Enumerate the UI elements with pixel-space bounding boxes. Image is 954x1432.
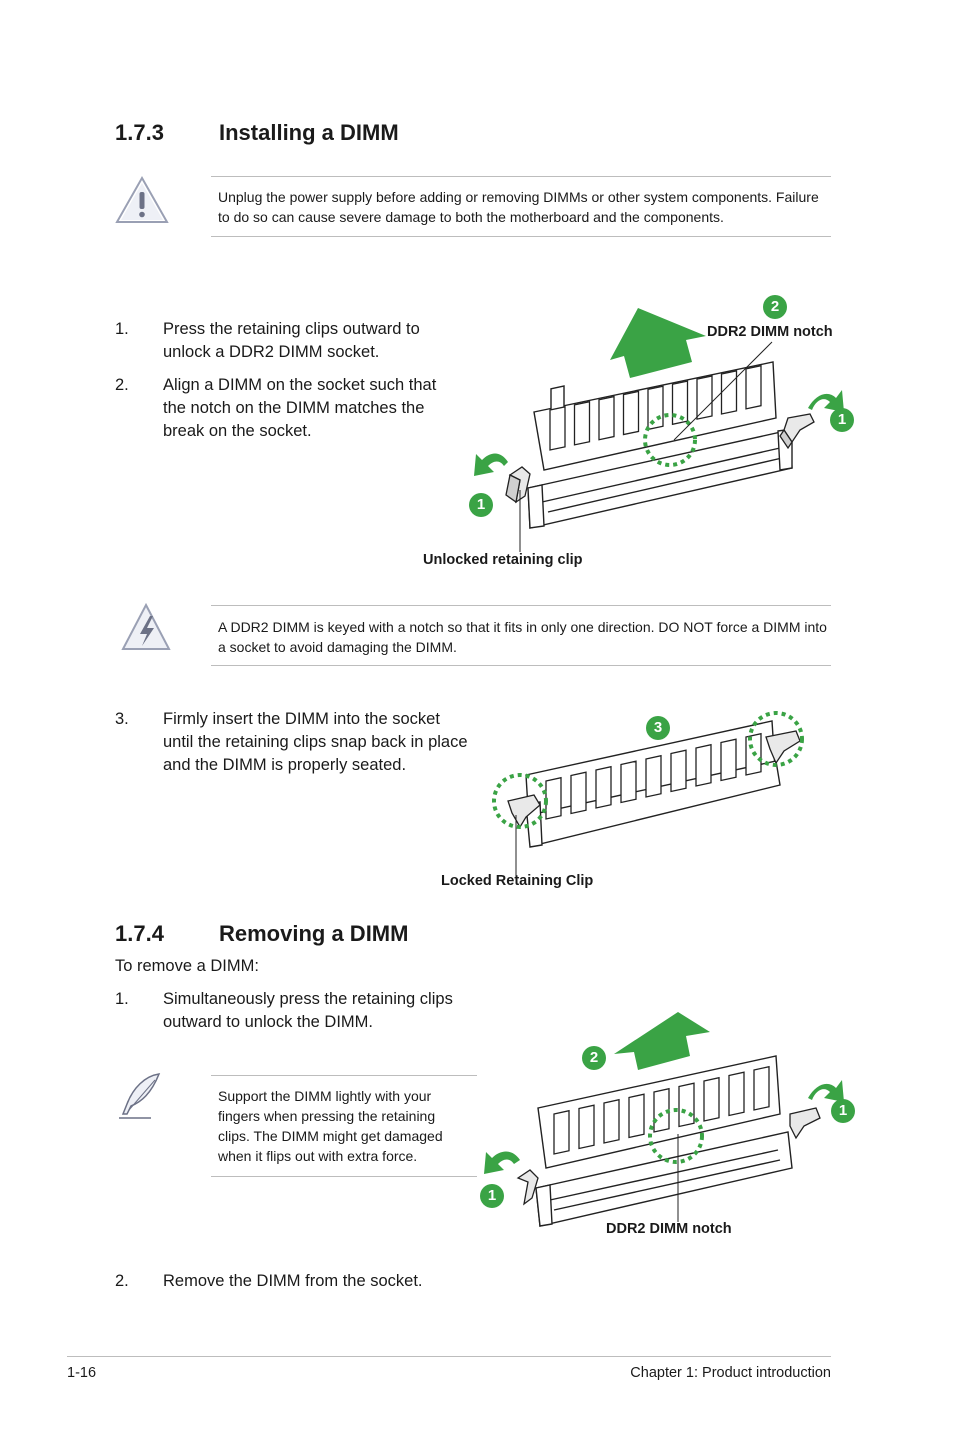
dimm-remove-figure: [484, 1012, 844, 1227]
memory-chip: [720, 370, 738, 415]
callout-badge: 1: [830, 408, 854, 432]
left-retaining-clip: [505, 466, 531, 504]
caution-note: Unplug the power supply before adding or…: [211, 176, 831, 237]
notch-highlight: [643, 413, 697, 467]
dimm-chips: [549, 364, 762, 451]
callout-badge: 2: [763, 295, 787, 319]
section-number: 1.7.3: [115, 120, 164, 145]
chapter-title: Chapter 1: Product introduction: [630, 1365, 831, 1381]
remove-step-1: 1. Simultaneously press the retaining cl…: [115, 988, 495, 1038]
memory-chip: [696, 375, 713, 420]
insert-down-arrow-icon: [610, 308, 706, 378]
memory-chip: [598, 395, 615, 441]
clip-left-arrow-icon: [484, 1151, 520, 1174]
callout-badge: 1: [469, 493, 493, 517]
notch-highlight: [648, 1108, 704, 1164]
memory-chip: [695, 743, 712, 787]
warning-icon: [121, 602, 171, 650]
section-title: Installing a DIMM: [219, 120, 399, 145]
fig1-notch-label: DDR2 DIMM notch: [707, 324, 833, 340]
step-number: 1.: [115, 990, 129, 1008]
memory-chip: [603, 1098, 620, 1144]
right-locked-clip: [765, 730, 801, 765]
memory-chip: [595, 765, 612, 809]
memory-chip: [553, 1109, 570, 1155]
right-retaining-clip: [789, 1107, 821, 1140]
callout-badge: 2: [582, 1046, 606, 1070]
memory-chip: [703, 1076, 720, 1122]
memory-chip: [545, 776, 562, 820]
step-number: 3.: [115, 710, 129, 728]
memory-chip: [549, 406, 566, 451]
step-text: Firmly insert the DIMM into the socket u…: [163, 710, 468, 774]
memory-chip: [671, 380, 689, 426]
install-step-1: 1. Press the retaining clips outward to …: [115, 318, 475, 368]
dimm-remove-chips: [553, 1065, 770, 1155]
step-text: Remove the DIMM from the socket.: [163, 1272, 423, 1290]
memory-chip: [628, 1093, 645, 1139]
memory-chip: [570, 771, 587, 815]
step-number: 2.: [115, 376, 129, 394]
clip-right-arrow-icon: [808, 390, 844, 412]
fig2-clip-label: Locked Retaining Clip: [441, 873, 594, 889]
memory-chip: [670, 749, 687, 793]
footer-rule: [67, 1356, 831, 1357]
memory-chip: [645, 754, 662, 798]
memory-chip: [578, 1104, 595, 1150]
clip-right-arrow-icon: [808, 1080, 844, 1102]
memory-chip: [622, 390, 640, 436]
right-clip-highlight: [748, 711, 804, 767]
remove-up-arrow-icon: [614, 1012, 710, 1070]
left-clip-highlight: [492, 773, 548, 829]
quill-icon: [119, 1073, 161, 1119]
callout-badge: 3: [646, 716, 670, 740]
callout-badge: 1: [480, 1184, 504, 1208]
page-number: 1-16: [67, 1365, 97, 1381]
section-heading-remove: 1.7.4 Removing a DIMM: [115, 921, 615, 949]
install-step-3: 3. Firmly insert the DIMM into the socke…: [115, 708, 495, 780]
fig3-notch-label: DDR2 DIMM notch: [606, 1221, 732, 1237]
memory-chip: [620, 760, 637, 804]
tip-note: Support the DIMM lightly with your finge…: [211, 1075, 477, 1177]
fig1-clip-label: Unlocked retaining clip: [423, 552, 583, 568]
step-number: 1.: [115, 320, 129, 338]
caution-icon: [115, 175, 169, 223]
remove-step-2: 2. Remove the DIMM from the socket.: [115, 1270, 515, 1296]
remove-intro: To remove a DIMM:: [115, 957, 259, 975]
warning-text: A DDR2 DIMM is keyed with a notch so tha…: [218, 619, 827, 655]
dimm-seated-chips: [545, 732, 762, 820]
memory-chip: [720, 738, 737, 782]
caution-text: Unplug the power supply before adding or…: [218, 189, 819, 225]
section-number: 1.7.4: [115, 921, 164, 946]
memory-chip: [647, 385, 664, 431]
tip-text: Support the DIMM lightly with your finge…: [218, 1088, 443, 1164]
memory-chip: [753, 1065, 770, 1111]
install-step-2: 2. Align a DIMM on the socket such that …: [115, 374, 475, 446]
section-title: Removing a DIMM: [219, 921, 409, 946]
step-number: 2.: [115, 1272, 129, 1290]
memory-chip: [745, 364, 762, 410]
dimm-seated-figure: [492, 711, 804, 877]
memory-chip: [653, 1087, 670, 1133]
left-retaining-clip: [516, 1169, 539, 1206]
clip-left-arrow-icon: [474, 453, 508, 476]
memory-chip: [573, 400, 591, 446]
step-text: Simultaneously press the retaining clips…: [163, 990, 453, 1031]
memory-chip: [678, 1082, 695, 1128]
right-retaining-clip: [779, 413, 815, 450]
dimm-install-figure: [474, 308, 844, 552]
warning-note: A DDR2 DIMM is keyed with a notch so tha…: [211, 605, 831, 666]
callout-badge: 1: [831, 1099, 855, 1123]
section-heading-install: 1.7.3 Installing a DIMM: [115, 120, 615, 148]
step-text: Press the retaining clips outward to unl…: [163, 320, 420, 361]
step-text: Align a DIMM on the socket such that the…: [163, 376, 437, 440]
memory-chip: [728, 1071, 745, 1117]
